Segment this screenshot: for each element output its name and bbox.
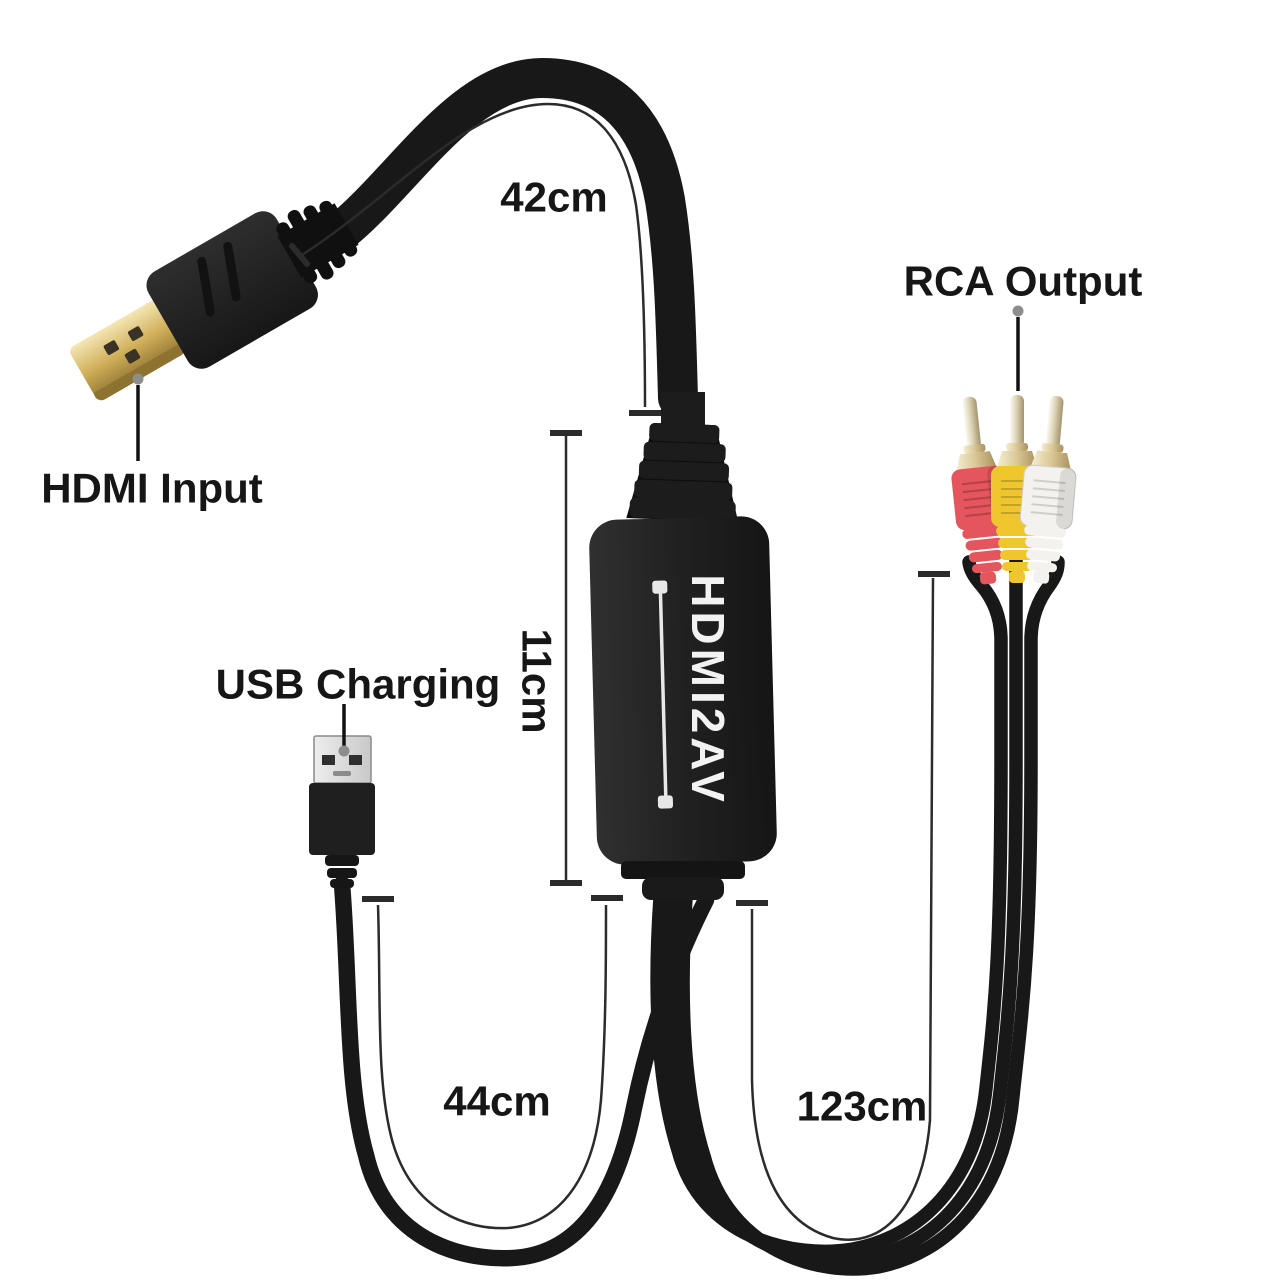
hdmi-contact: [124, 348, 141, 364]
measure-42cm: [289, 102, 661, 416]
rca-pin: [962, 396, 981, 449]
rca-collar: [1030, 450, 1071, 470]
usb-cable: [333, 875, 715, 1267]
rca-callout: [1012, 305, 1024, 391]
rca-pin: [1010, 395, 1024, 447]
usb-callout: [338, 704, 350, 757]
rca-collar: [997, 451, 1037, 467]
converter-body: [589, 516, 777, 865]
hdmi-contact: [127, 326, 144, 341]
device-label: HDMI2AV: [682, 574, 734, 806]
label-hdmi-input: HDMI Input: [41, 465, 263, 512]
labels: HDMI Input 42cm RCA Output USB Charging …: [41, 174, 1142, 1130]
label-usb-charging: USB Charging: [216, 661, 501, 708]
measure-123cm: [736, 571, 950, 1241]
label-42cm: 42cm: [500, 174, 607, 221]
rca-cable-yellow: [663, 553, 1023, 1267]
rca-plugs: [951, 395, 1077, 585]
callout-lines: [132, 305, 1024, 757]
converter-strain-relief: [626, 422, 739, 522]
usb-logo-mark: [333, 771, 351, 776]
converter: HDMI2AV: [589, 392, 777, 900]
measure-11cm: [550, 430, 582, 886]
hdmi-callout: [132, 373, 144, 461]
label-11cm: 11cm: [514, 628, 561, 733]
measurement-lines: [289, 102, 950, 1241]
rca-plug-white: [1019, 395, 1077, 584]
label-123cm: 123cm: [797, 1083, 928, 1130]
converter-neck: [661, 392, 705, 428]
rca-cable-red: [650, 555, 1008, 1258]
usb-plug-body: [309, 783, 375, 855]
usb-connector: [309, 735, 375, 888]
hdmi-contact: [103, 340, 120, 355]
rca-pin: [1045, 395, 1064, 448]
hdmi-connector: [70, 200, 359, 401]
label-44cm: 44cm: [443, 1078, 550, 1125]
hdmi-gold-tip: [70, 300, 185, 401]
usb-strain-relief: [325, 855, 359, 888]
label-rca-output: RCA Output: [904, 258, 1143, 305]
converter-bottom-collar: [621, 861, 745, 900]
cables: [318, 57, 1065, 1276]
measure-44cm: [362, 895, 623, 1230]
usb-contact: [322, 755, 335, 765]
rca-cable-white: [676, 555, 1065, 1276]
rca-cable-bundle: [650, 553, 1065, 1276]
hdmi-cable: [318, 57, 698, 418]
converter-label-line: [652, 580, 674, 809]
rca-collar: [956, 451, 997, 471]
usb-contact: [349, 755, 362, 765]
hdmi-body-groove: [197, 241, 241, 317]
